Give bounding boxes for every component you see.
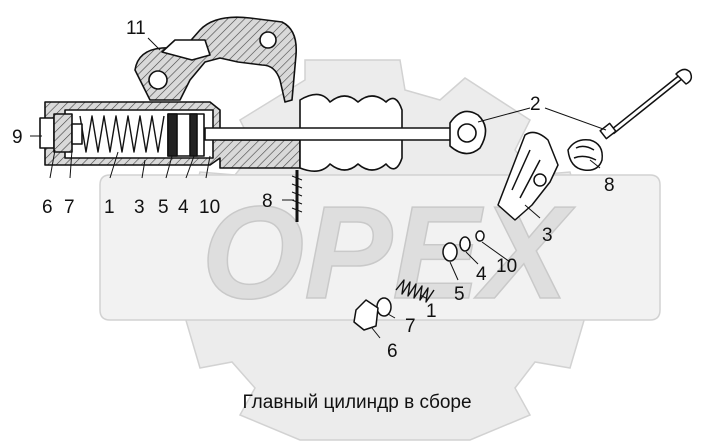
spring-seat [71, 123, 83, 145]
callout-10-exploded: 10 [496, 256, 517, 277]
callout-3-exploded: 3 [542, 225, 553, 246]
clevis-hole [457, 123, 477, 143]
assembled-cylinder [39, 16, 487, 222]
callout-7-assembly: 7 [64, 197, 75, 218]
callout-11: 11 [126, 18, 146, 39]
exploded-seal-5 [442, 242, 458, 262]
exploded-parts [353, 68, 693, 331]
exploded-rod-end [675, 68, 693, 85]
callout-5-assembly: 5 [158, 197, 169, 218]
leader-lines [30, 37, 607, 339]
mounting-flange [134, 16, 298, 103]
callout-8-assembly: 8 [262, 191, 273, 212]
callout-1-exploded: 1 [426, 301, 437, 322]
exploded-seal-10 [475, 230, 485, 242]
exploded-housing [497, 131, 559, 221]
figure-caption: Главный цилиндр в сборе [242, 392, 472, 413]
callout-1-assembly: 1 [104, 197, 115, 218]
piston-seal-secondary [189, 113, 198, 157]
callout-8-exploded: 8 [604, 175, 615, 196]
callout-9: 9 [12, 127, 23, 148]
piston-seal-primary [167, 113, 178, 157]
reservoir-boss [161, 39, 211, 61]
callout-2-assembly: 2 [530, 94, 541, 115]
exploded-plug [353, 299, 379, 331]
exploded-seal-4 [459, 236, 471, 252]
flange-hole-left [148, 70, 168, 90]
callout-3-assembly: 3 [134, 197, 145, 218]
return-spring [79, 115, 165, 153]
callout-4-assembly: 4 [178, 197, 189, 218]
push-rod [204, 127, 454, 141]
callout-10-assembly: 10 [199, 197, 220, 218]
exploded-spring [395, 279, 435, 303]
bleed-screw-thread [291, 175, 303, 213]
end-plug [39, 117, 55, 149]
callout-4-exploded: 4 [476, 264, 487, 285]
callout-6-exploded: 6 [387, 341, 398, 362]
callout-labels: 11 9 6 7 1 3 5 4 10 8 2 8 3 5 4 10 1 7 6 [12, 18, 615, 362]
plug-cap [53, 113, 73, 153]
callout-5-exploded: 5 [454, 284, 465, 305]
exploded-washer [376, 297, 392, 317]
callout-7-exploded: 7 [405, 316, 416, 337]
callout-6-assembly: 6 [42, 197, 53, 218]
exploded-rod-nut [599, 122, 617, 140]
flange-hole-right [259, 31, 277, 49]
